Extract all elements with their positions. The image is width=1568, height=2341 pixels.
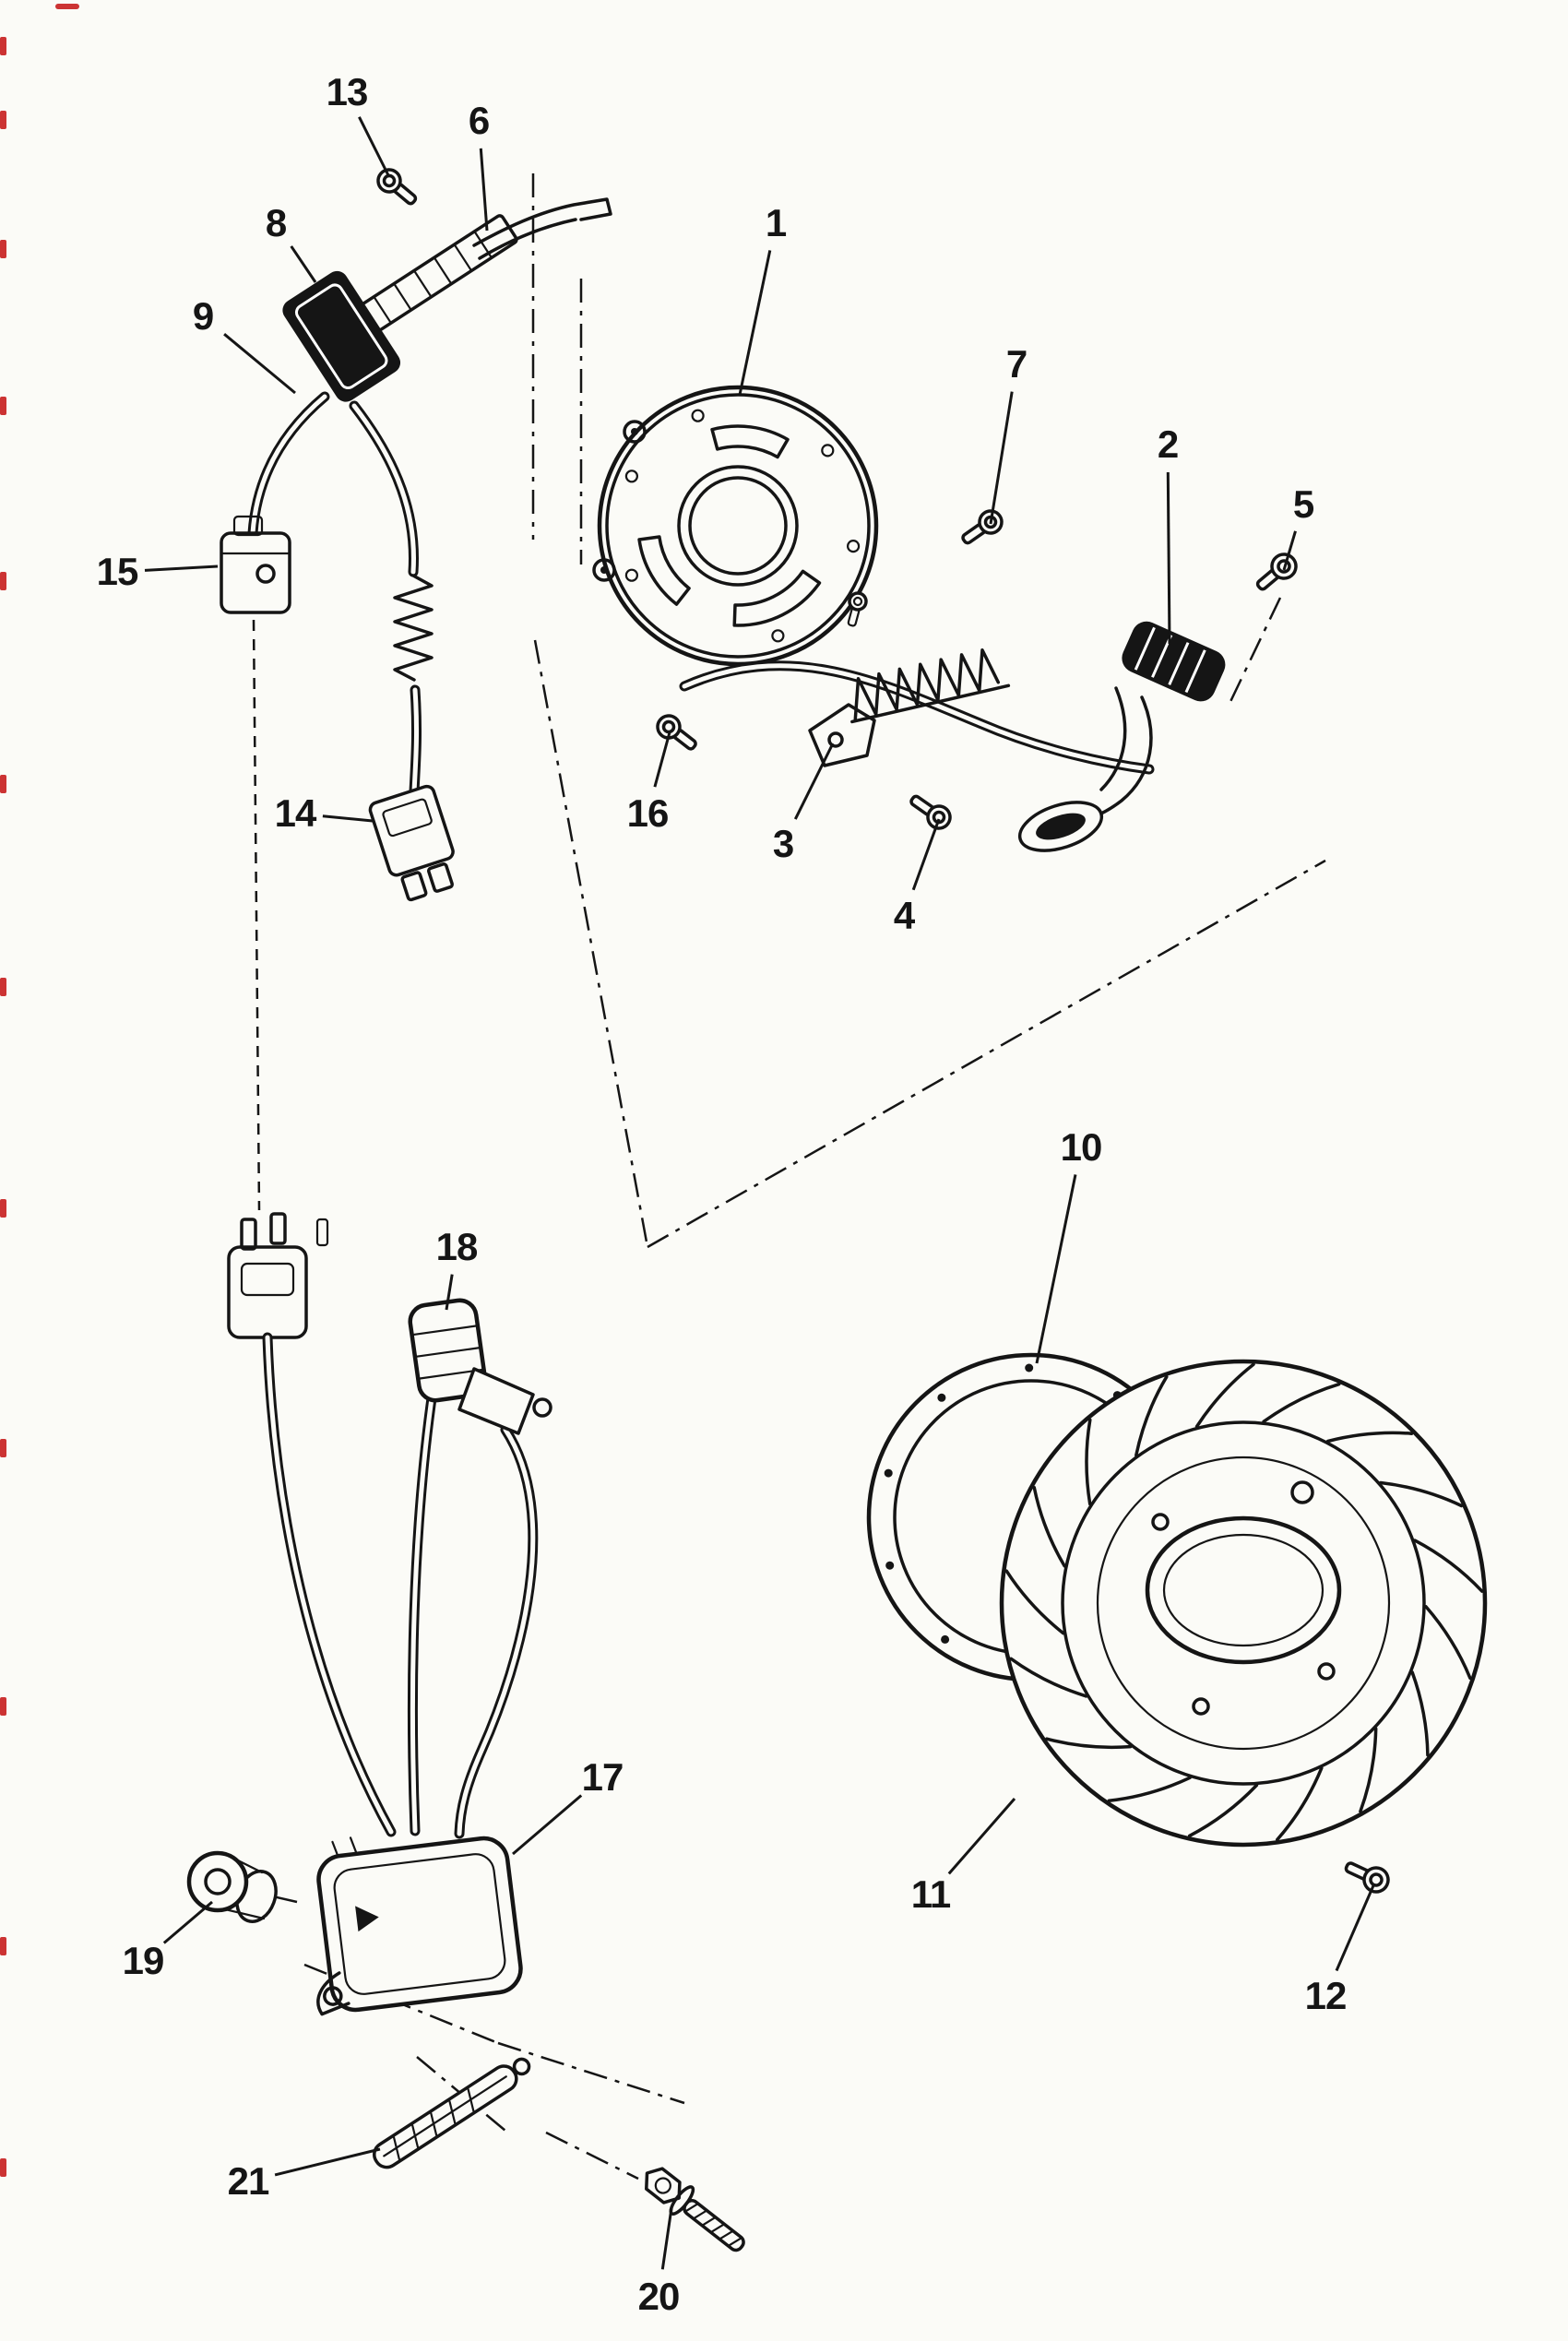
leader-line-9 [223, 333, 296, 395]
spring-rod-21 [373, 2057, 531, 2169]
flange-bolt-20 [645, 2167, 745, 2252]
stator-plate [592, 385, 879, 667]
leader-line-6 [479, 148, 489, 232]
leader-line-12 [1335, 1883, 1376, 1972]
grommet-19 [186, 1850, 278, 1923]
spark-plug-cap-18 [407, 1298, 552, 1839]
leader-line-2 [1166, 471, 1171, 645]
wire-spring-sleeve [393, 574, 434, 682]
leader-line-19 [162, 1900, 213, 1944]
screw-16 [656, 714, 697, 751]
hidden-wire-route [252, 619, 261, 1211]
leader-line-16 [653, 731, 671, 788]
screw-13 [376, 168, 418, 206]
screw-4 [909, 794, 952, 830]
leader-line-18 [445, 1274, 454, 1311]
stator-slots [637, 424, 822, 627]
coil-base-bracket [808, 703, 876, 767]
cap-terminal [532, 1397, 552, 1418]
leader-line-14 [322, 814, 374, 823]
lighting-coil-2 [1017, 621, 1226, 852]
screw-5 [1255, 553, 1298, 591]
flywheel-fins [1004, 1362, 1484, 1842]
leader-line-20 [660, 2207, 673, 2270]
leader-line-11 [947, 1798, 1016, 1875]
leader-line-8 [290, 245, 317, 283]
connector-14 [368, 784, 455, 902]
source-coil-core-3 [850, 648, 1011, 724]
leader-line-10 [1035, 1174, 1077, 1364]
primary-wires [247, 391, 434, 1211]
leader-line-15 [144, 564, 219, 572]
stator-holes [624, 409, 861, 643]
leader-line-7 [989, 391, 1014, 525]
leader-line-1 [738, 250, 772, 396]
trigger-unit-15 [220, 515, 291, 614]
lead-wire [679, 660, 1155, 775]
coil-bracket [472, 197, 612, 260]
harness-connector [227, 1212, 397, 1837]
flywheel [999, 1359, 1488, 1848]
leader-line-17 [512, 1794, 583, 1856]
small-screw [847, 591, 868, 627]
leader-line-21 [274, 2147, 381, 2177]
ignition-coil [282, 214, 518, 402]
leader-lines [144, 116, 1376, 2270]
leader-line-5 [1282, 530, 1297, 571]
screw-12 [1344, 1861, 1390, 1894]
leader-line-4 [911, 818, 941, 891]
scan-artifacts [0, 4, 79, 2177]
cdi-unit-17 [316, 1836, 523, 2016]
leader-line-13 [358, 116, 391, 178]
screw-7 [961, 509, 1004, 545]
leader-line-3 [793, 743, 835, 820]
